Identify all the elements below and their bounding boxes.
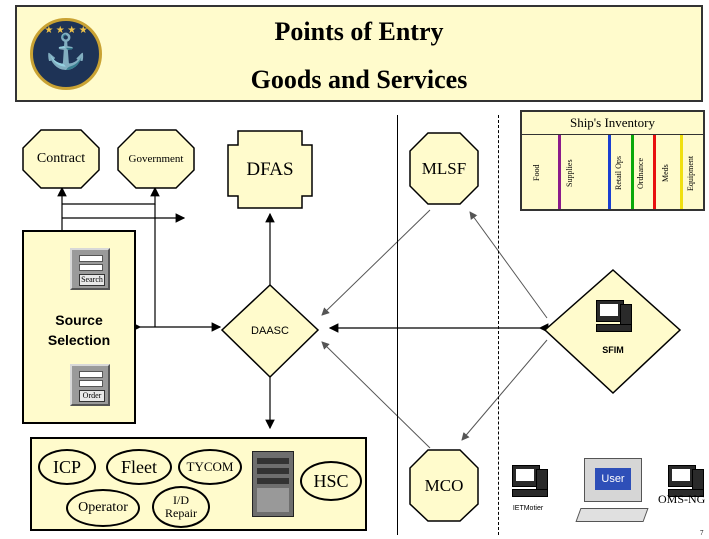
meds-bar (680, 135, 683, 209)
inventory-equipment: Equipment (686, 155, 695, 191)
arrow-sfim-to-mco (461, 339, 548, 441)
daasc-diamond (220, 283, 320, 379)
sfim-label: SFIM (602, 345, 624, 355)
order-form-icon: Order (70, 364, 110, 406)
activities-box: ICP Fleet TYCOM Operator I/D Repair HSC (30, 437, 367, 531)
arrow-source-to-government (62, 186, 160, 205)
ships-inventory-box: Ship's Inventory Food Supplies Retail Op… (520, 110, 705, 211)
user-computer-icon: User (575, 458, 649, 528)
mlsf-octagon (409, 132, 479, 205)
inventory-retail-ops: Retail Ops (614, 156, 623, 190)
inventory-ordnance: Ordnance (636, 157, 645, 189)
source-label-line2: Selection (47, 332, 111, 348)
mlsf-label: MLSF (421, 158, 467, 178)
government-label: Government (128, 153, 184, 165)
daasc-node: DAASC (222, 285, 318, 377)
keyboard-icon (575, 508, 649, 522)
dashed-divider (498, 115, 499, 535)
inventory-meds: Meds (661, 164, 670, 182)
solid-divider (397, 115, 398, 535)
page-title: Points of Entry (274, 17, 444, 46)
dfas-shape (227, 130, 313, 209)
user-screen-label: User (595, 468, 631, 490)
oms-computer-icon (668, 465, 708, 505)
id-repair-line1: I/D (173, 493, 189, 507)
government-node: Government (116, 130, 196, 188)
search-button[interactable]: Search (79, 274, 105, 286)
arrow-mlsf-to-daasc (321, 209, 431, 316)
fleet-oval: Fleet (106, 449, 172, 485)
mlsf-node: MLSF (410, 133, 478, 204)
government-octagon (117, 129, 195, 189)
food-bar (558, 135, 561, 209)
supplies-bar (608, 135, 611, 209)
hsc-oval: HSC (300, 461, 362, 501)
mco-octagon (409, 449, 479, 522)
retail-ops-bar (631, 135, 634, 209)
tycom-oval: TYCOM (178, 449, 242, 485)
page-number: 7 (700, 529, 704, 537)
arrow-sfim-to-mlsf (469, 211, 548, 319)
inventory-title: Ship's Inventory (522, 112, 703, 135)
daasc-label: DAASC (251, 325, 289, 337)
icp-oval: ICP (38, 449, 96, 485)
source-selection-box: Search Source Selection Order (22, 230, 136, 424)
source-selection-label: Source Selection (24, 310, 134, 350)
sfim-computer-icon (596, 300, 632, 334)
id-repair-line2: Repair (165, 506, 197, 520)
id-repair-oval: I/D Repair (152, 486, 210, 528)
page-subtitle: Goods and Services (250, 65, 468, 94)
ietm-label: IETMotier (512, 505, 544, 512)
operator-oval: Operator (66, 489, 140, 527)
contract-node: Contract (23, 130, 99, 188)
navy-seal-logo: ★ ★ ★ ★ ⚓ (30, 18, 102, 90)
ordnance-bar (653, 135, 656, 209)
dfas-node: DFAS (228, 131, 312, 208)
source-label-line1: Source (55, 312, 103, 328)
inventory-supplies: Supplies (565, 159, 574, 187)
contract-octagon (22, 129, 100, 189)
arrow-mco-to-daasc (321, 341, 431, 449)
server-icon (252, 451, 294, 517)
ietm-computer-icon (512, 465, 552, 505)
mco-node: MCO (410, 450, 478, 521)
order-button[interactable]: Order (79, 390, 105, 402)
oms-label: OMS-NG (658, 492, 706, 506)
inventory-food: Food (532, 164, 541, 182)
mco-label: MCO (424, 475, 464, 495)
contract-label: Contract (36, 151, 86, 166)
title-banner: Points of Entry Goods and Services (15, 5, 703, 102)
dfas-label: DFAS (246, 158, 294, 180)
search-form-icon: Search (70, 248, 110, 290)
